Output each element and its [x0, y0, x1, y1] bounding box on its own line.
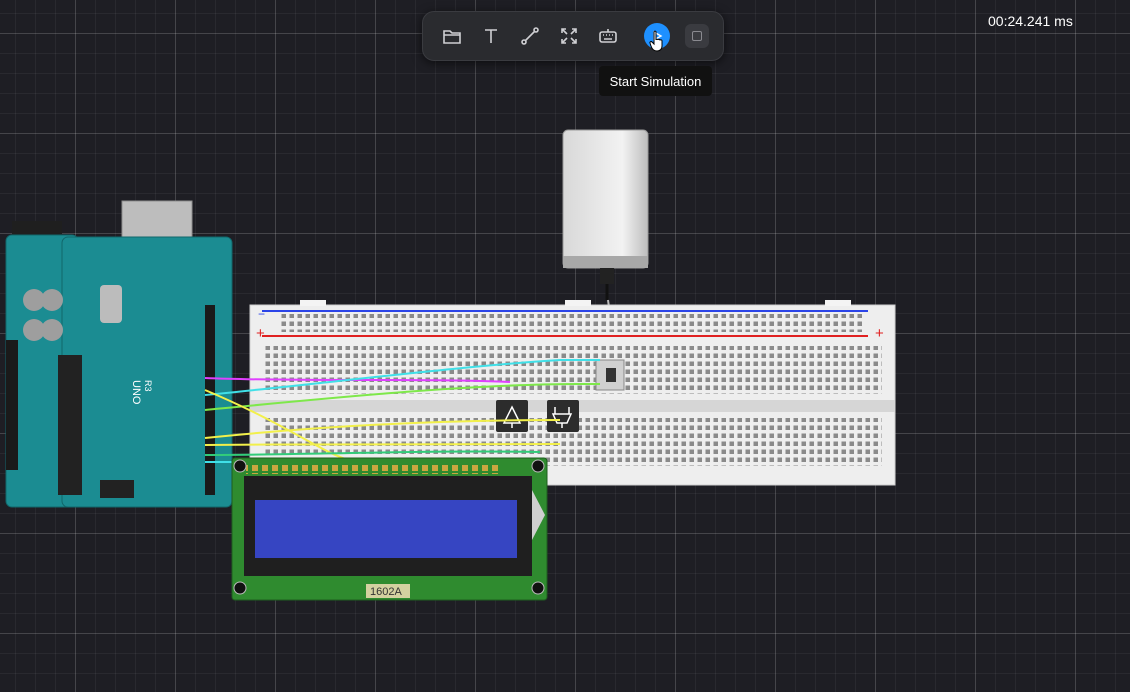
start-simulation-tooltip: Start Simulation	[599, 66, 712, 96]
lcd-1602a[interactable]: 1602A	[231, 457, 548, 601]
arduino-model-label: UNO	[130, 380, 142, 405]
arduino-rev-label: R3	[143, 380, 153, 392]
arduino-uno[interactable]: UNO R3	[5, 200, 233, 508]
pin-symbol-left[interactable]	[496, 400, 528, 432]
rail-minus-label: −	[258, 307, 265, 321]
stop-icon	[692, 31, 702, 41]
toolbar	[422, 11, 724, 61]
lcd-screen	[255, 500, 517, 558]
keyboard-icon[interactable]	[596, 24, 620, 48]
simulation-timer: 00:24.241 ms	[988, 13, 1073, 29]
text-icon[interactable]	[479, 24, 503, 48]
breadboard[interactable]: − + +	[249, 300, 896, 486]
wire-icon[interactable]	[518, 24, 542, 48]
rail-plus-label-left: +	[256, 325, 265, 342]
pin-symbol-right[interactable]	[547, 400, 579, 432]
hand-cursor-icon	[649, 30, 663, 52]
lcd-model-label: 1602A	[370, 586, 402, 598]
fullscreen-icon[interactable]	[557, 24, 581, 48]
rail-plus-label-right: +	[875, 325, 884, 342]
open-folder-icon[interactable]	[440, 24, 464, 48]
power-supply[interactable]	[562, 129, 649, 373]
stop-simulation-button[interactable]	[685, 24, 709, 48]
